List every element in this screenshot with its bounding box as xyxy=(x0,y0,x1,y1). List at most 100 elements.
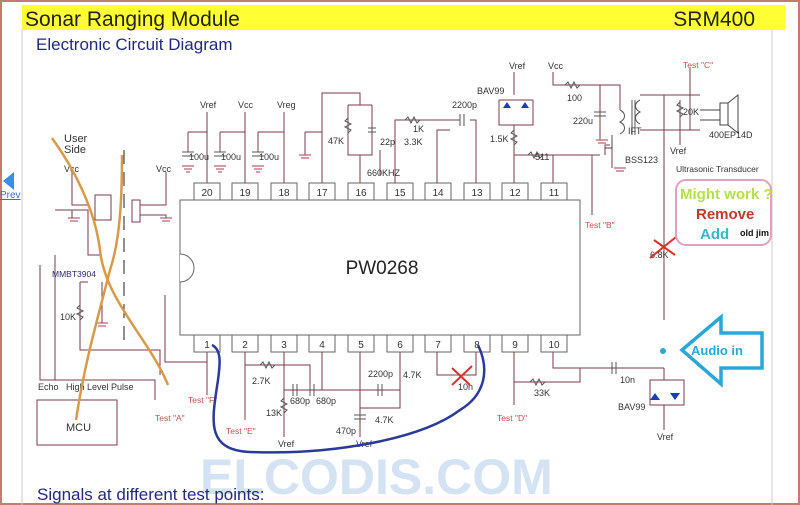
chip-pin-1-number: 1 xyxy=(204,340,210,351)
chip-pin-4-number: 4 xyxy=(319,340,325,351)
test-point-d: Test "D" xyxy=(497,413,527,423)
label-3k3: 3.3K xyxy=(404,137,423,147)
label-220u: 220u xyxy=(573,116,593,126)
label-10n: 10n xyxy=(620,375,635,385)
chip-name: PW0268 xyxy=(346,258,419,279)
label-100u-2: 100u xyxy=(221,152,241,162)
label-2200p-top: 2200p xyxy=(452,100,477,110)
capacitor-22p xyxy=(368,127,376,133)
label-ultrasonic-transducer: Ultrasonic Transducer xyxy=(676,164,759,174)
label-echo: Echo xyxy=(38,382,59,392)
audio-in-arrow-icon xyxy=(679,313,764,388)
chip-pin-16 xyxy=(347,182,375,201)
label-vref-bottom-1: Vref xyxy=(278,439,295,449)
chip-pin-13-number: 13 xyxy=(471,188,483,199)
chip-pin-13 xyxy=(463,182,491,201)
capacitors-bottom xyxy=(292,362,617,420)
label-6k8-removed: 6.8K xyxy=(650,250,669,260)
bottom-wiring xyxy=(164,295,685,437)
annotation-author: old jim xyxy=(740,228,769,238)
label-vref-transducer: Vref xyxy=(670,146,687,156)
label-high-level-pulse: High Level Pulse xyxy=(66,382,134,392)
resistor-10k xyxy=(75,304,85,321)
label-vref: Vref xyxy=(200,100,217,110)
chip-pin-14 xyxy=(424,182,452,201)
resistor-47k xyxy=(343,117,353,134)
chip-pin-6-number: 6 xyxy=(397,340,403,351)
chip-pin-17-number: 17 xyxy=(316,188,328,199)
resistor-2k7 xyxy=(259,360,276,370)
label-bss123: BSS123 xyxy=(625,155,658,165)
label-22p: 22p xyxy=(380,137,395,147)
label-13k: 13K xyxy=(266,408,282,418)
top-wiring xyxy=(187,68,700,320)
chip-pin-9-number: 9 xyxy=(512,340,518,351)
speaker-icon xyxy=(700,93,739,135)
chip-pin-7-number: 7 xyxy=(435,340,441,351)
label-680p-2: 680p xyxy=(316,396,336,406)
label-vreg: Vreg xyxy=(277,100,296,110)
test-point-c: Test "C" xyxy=(683,60,713,70)
label-47k: 47K xyxy=(328,136,344,146)
capacitor-2200p xyxy=(459,114,465,126)
label-100u-1: 100u xyxy=(189,152,209,162)
chip-pin-11 xyxy=(540,182,568,201)
chip-pin-5 xyxy=(347,334,375,353)
chip-pin-11-number: 11 xyxy=(549,188,560,199)
prev-label: Prev xyxy=(0,190,21,201)
label-400ep14d: 400EP14D xyxy=(709,130,753,140)
label-4k7-2: 4.7K xyxy=(375,415,394,425)
label-bav99-bottom: BAV99 xyxy=(618,402,645,412)
orange-cross-stroke-2 xyxy=(74,154,124,421)
resistor-13k xyxy=(279,397,289,414)
bav99-bottom-diode-icon xyxy=(650,393,680,400)
chip-pin-7 xyxy=(424,334,452,353)
chip-pin-2-number: 2 xyxy=(242,340,248,351)
prev-button[interactable]: Prev xyxy=(0,172,21,201)
watermark: ELCODIS.COM xyxy=(200,449,553,505)
chip-pin-10-number: 10 xyxy=(548,340,560,351)
chip-pin-14-number: 14 xyxy=(432,188,444,199)
label-ift: IFT xyxy=(628,126,642,136)
added-blue-wire xyxy=(211,343,486,454)
chip-pin-15 xyxy=(386,182,414,201)
label-680p-1: 680p xyxy=(290,396,310,406)
annotation-legend-box xyxy=(675,179,772,246)
model-name: SRM400 xyxy=(673,8,755,31)
remove-cross-10n-icon xyxy=(451,365,473,386)
annotation-remove: Remove xyxy=(696,206,754,223)
label-vref-bav: Vref xyxy=(657,432,674,442)
chip-pin-12 xyxy=(501,182,529,201)
chip-pin-15-number: 15 xyxy=(394,188,406,199)
transformer-ift xyxy=(618,99,642,135)
label-vcc-top: Vcc xyxy=(548,61,564,71)
label-33k: 33K xyxy=(534,388,550,398)
chip-pin-20-number: 20 xyxy=(201,188,213,199)
test-point-f: Test "F" xyxy=(188,395,217,405)
chip-pin-10 xyxy=(540,334,568,353)
chip-pin-3-number: 3 xyxy=(281,340,287,351)
label-mcu: MCU xyxy=(66,422,91,434)
resistor-33k xyxy=(529,377,546,387)
resistor-1k5 xyxy=(509,129,519,146)
label-mmbt3904: MMBT3904 xyxy=(52,269,96,279)
label-bav99-top: BAV99 xyxy=(477,86,504,96)
resistor-20k xyxy=(675,101,685,118)
resistor-1k xyxy=(404,115,421,125)
audio-in-label: Audio in xyxy=(691,343,743,358)
test-point-e: Test "E" xyxy=(226,426,256,436)
mosfet-bss123 xyxy=(605,140,613,149)
label-10k: 10K xyxy=(60,312,76,322)
label-470p: 470p xyxy=(336,426,356,436)
label-100u-3: 100u xyxy=(259,152,279,162)
bav99-top-diode-icon xyxy=(503,102,529,108)
label-2k7: 2.7K xyxy=(252,376,271,386)
label-10n-removed: 10n xyxy=(458,382,473,392)
label-660khz: 660KHZ xyxy=(367,168,401,178)
ground-symbols xyxy=(68,139,626,327)
chip-pin-12-number: 12 xyxy=(509,188,521,199)
signals-heading: Signals at different test points: xyxy=(37,485,264,504)
